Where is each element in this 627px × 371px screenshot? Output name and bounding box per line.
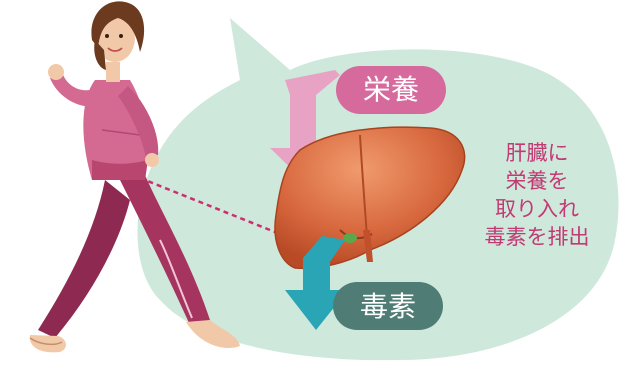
caption-line-1: 肝臓に [506,141,569,165]
caption-line-4: 毒素を排出 [485,225,590,249]
toxins-label: 毒素 [360,290,416,323]
nutrition-label: 栄養 [363,73,419,106]
caption-line-3: 取り入れ [495,197,579,221]
caption-line-2: 栄養を [506,169,569,193]
